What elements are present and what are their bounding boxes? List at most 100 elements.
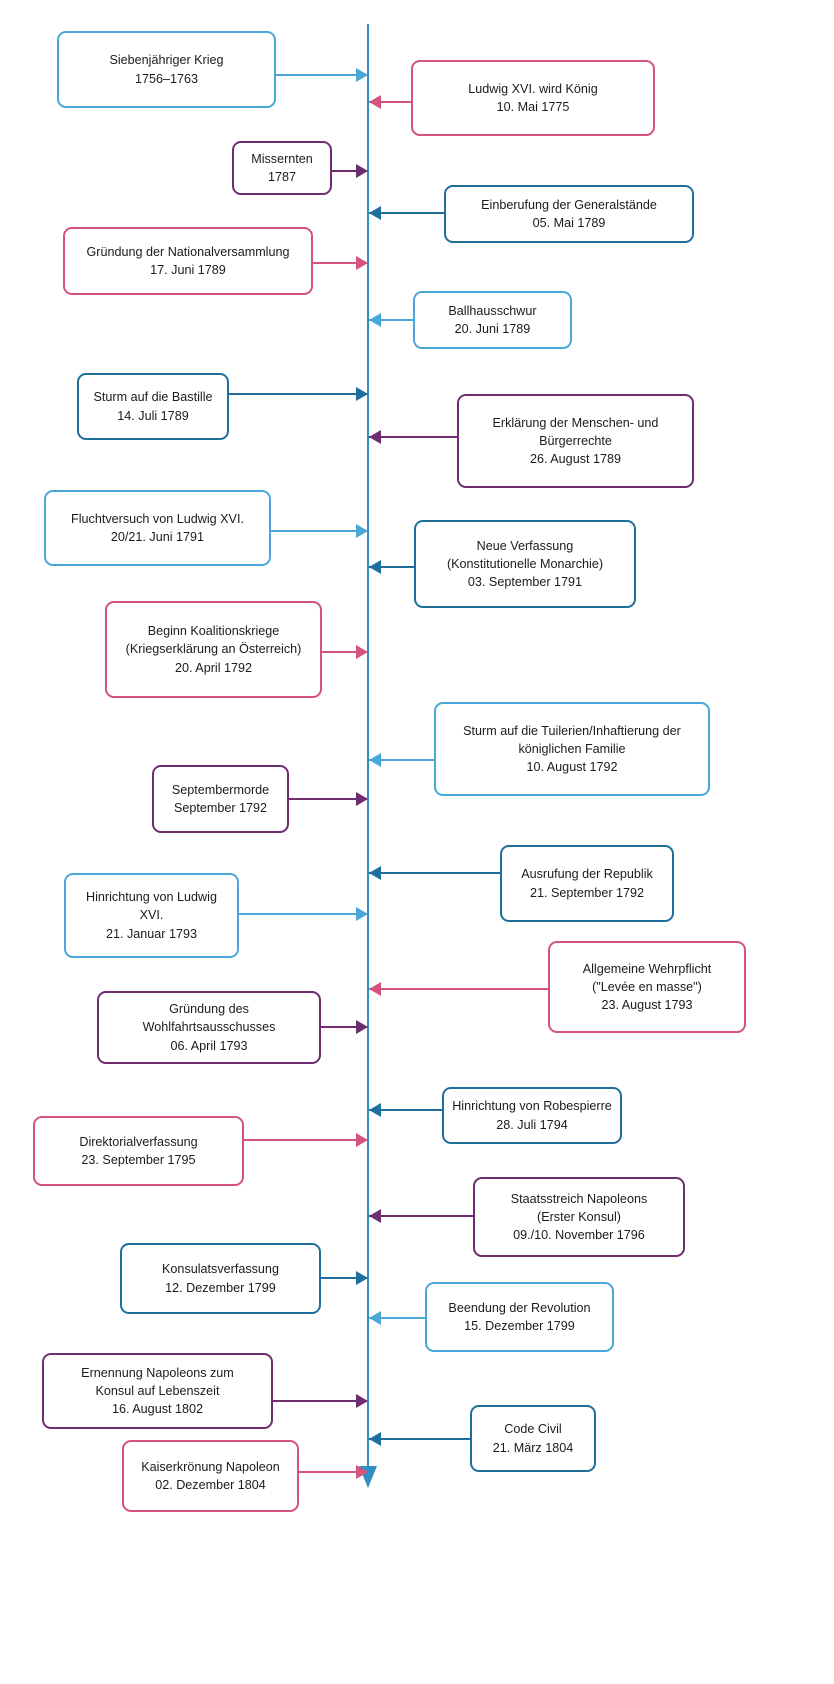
connector-arrowhead	[356, 68, 368, 82]
event-label: Gründung des Wohlfahrtsausschusses 06. A…	[142, 1002, 276, 1053]
connector-arrowhead	[369, 95, 381, 109]
event-label: Beginn Koalitionskriege (Kriegserklärung…	[125, 624, 302, 675]
event-label: Septembermorde September 1792	[171, 782, 270, 815]
connector-line	[273, 1400, 367, 1402]
event-box-beendung-der-revolution[interactable]: Beendung der Revolution 15. Dezember 179…	[425, 1282, 614, 1352]
connector-line	[369, 872, 500, 874]
connector-line	[369, 988, 548, 990]
event-box-septembermorde[interactable]: Septembermorde September 1792	[152, 765, 289, 833]
event-label: Missernten 1787	[251, 151, 313, 184]
connector-arrowhead	[356, 524, 368, 538]
event-label: Ballhausschwur 20. Juni 1789	[448, 303, 537, 336]
connector-arrowhead	[356, 1133, 368, 1147]
event-box-allgemeine-wehrpflicht[interactable]: Allgemeine Wehrpflicht ("Levée en masse"…	[548, 941, 746, 1033]
event-box-konsulatsverfassung[interactable]: Konsulatsverfassung 12. Dezember 1799	[120, 1243, 321, 1314]
connector-arrowhead	[356, 1020, 368, 1034]
connector-arrowhead	[356, 256, 368, 270]
connector-arrowhead	[369, 430, 381, 444]
connector-line	[229, 393, 367, 395]
connector-line	[369, 319, 413, 321]
connector-arrowhead	[369, 753, 381, 767]
connector-line	[369, 1109, 442, 1111]
connector-line	[244, 1139, 367, 1141]
event-label: Beendung der Revolution 15. Dezember 179…	[448, 1300, 591, 1333]
event-box-gruendung-der-nationalversammlung[interactable]: Gründung der Nationalversammlung 17. Jun…	[63, 227, 313, 295]
connector-line	[369, 101, 411, 103]
connector-line	[332, 170, 367, 172]
event-label: Ernennung Napoleons zum Konsul auf Leben…	[81, 1365, 234, 1417]
event-box-missernten[interactable]: Missernten 1787	[232, 141, 332, 195]
event-label: Neue Verfassung (Konstitutionelle Monarc…	[446, 538, 604, 590]
connector-arrowhead	[356, 1465, 368, 1479]
event-box-fluchtversuch-ludwig-xvi[interactable]: Fluchtversuch von Ludwig XVI. 20/21. Jun…	[44, 490, 271, 566]
event-label: Direktorialverfassung 23. September 1795	[79, 1134, 198, 1167]
event-box-beginn-koalitionskriege[interactable]: Beginn Koalitionskriege (Kriegserklärung…	[105, 601, 322, 698]
event-box-kaiserkroenung-napoleon[interactable]: Kaiserkrönung Napoleon 02. Dezember 1804	[122, 1440, 299, 1512]
connector-line	[239, 913, 367, 915]
connector-line	[321, 1026, 367, 1028]
event-box-code-civil[interactable]: Code Civil 21. März 1804	[470, 1405, 596, 1472]
event-box-einberufung-der-generalstaende[interactable]: Einberufung der Generalstände 05. Mai 17…	[444, 185, 694, 243]
event-box-ballhausschwur[interactable]: Ballhausschwur 20. Juni 1789	[413, 291, 572, 349]
timeline-axis-line	[367, 24, 369, 1478]
connector-line	[321, 1277, 367, 1279]
connector-line	[369, 566, 414, 568]
connector-arrowhead	[356, 164, 368, 178]
connector-arrowhead	[369, 1432, 381, 1446]
event-label: Erklärung der Menschen- und Bürgerrechte…	[492, 415, 659, 467]
event-box-direktorialverfassung[interactable]: Direktorialverfassung 23. September 1795	[33, 1116, 244, 1186]
event-label: Code Civil 21. März 1804	[492, 1422, 574, 1455]
event-box-ausrufung-der-republik[interactable]: Ausrufung der Republik 21. September 179…	[500, 845, 674, 922]
event-label: Fluchtversuch von Ludwig XVI. 20/21. Jun…	[71, 511, 244, 544]
connector-arrowhead	[369, 1311, 381, 1325]
event-label: Hinrichtung von Ludwig XVI. 21. Januar 1…	[86, 890, 217, 941]
connector-arrowhead	[369, 866, 381, 880]
event-box-hinrichtung-von-robespierre[interactable]: Hinrichtung von Robespierre 28. Juli 179…	[442, 1087, 622, 1144]
event-label: Sturm auf die Tuilerien/Inhaftierung der…	[463, 723, 681, 775]
event-label: Sturm auf die Bastille 14. Juli 1789	[93, 390, 213, 423]
event-box-ernennung-napoleons-konsul-lebenszeit[interactable]: Ernennung Napoleons zum Konsul auf Leben…	[42, 1353, 273, 1429]
event-label: Einberufung der Generalstände 05. Mai 17…	[481, 197, 657, 230]
connector-arrowhead	[356, 1271, 368, 1285]
event-label: Staatsstreich Napoleons (Erster Konsul) …	[510, 1191, 648, 1243]
event-box-gruendung-wohlfahrtsausschuss[interactable]: Gründung des Wohlfahrtsausschusses 06. A…	[97, 991, 321, 1064]
event-box-neue-verfassung[interactable]: Neue Verfassung (Konstitutionelle Monarc…	[414, 520, 636, 608]
event-box-staatsstreich-napoleons[interactable]: Staatsstreich Napoleons (Erster Konsul) …	[473, 1177, 685, 1257]
connector-arrowhead	[369, 1103, 381, 1117]
connector-line	[276, 74, 367, 76]
connector-line	[271, 530, 367, 532]
event-label: Siebenjähriger Krieg 1756–1763	[109, 53, 224, 86]
event-label: Konsulatsverfassung 12. Dezember 1799	[162, 1262, 279, 1295]
event-label: Gründung der Nationalversammlung 17. Jun…	[86, 244, 290, 277]
connector-arrowhead	[369, 313, 381, 327]
connector-line	[369, 436, 457, 438]
connector-arrowhead	[356, 1394, 368, 1408]
connector-line	[369, 759, 434, 761]
event-box-sturm-auf-die-tuilerien[interactable]: Sturm auf die Tuilerien/Inhaftierung der…	[434, 702, 710, 796]
connector-line	[369, 1317, 425, 1319]
connector-line	[322, 651, 367, 653]
event-box-hinrichtung-von-ludwig-xvi[interactable]: Hinrichtung von Ludwig XVI. 21. Januar 1…	[64, 873, 239, 958]
event-label: Hinrichtung von Robespierre 28. Juli 179…	[452, 1099, 612, 1132]
connector-arrowhead	[369, 560, 381, 574]
event-box-sturm-auf-die-bastille[interactable]: Sturm auf die Bastille 14. Juli 1789	[77, 373, 229, 440]
connector-line	[369, 212, 444, 214]
connector-line	[289, 798, 367, 800]
event-label: Ausrufung der Republik 21. September 179…	[521, 867, 653, 900]
connector-arrowhead	[369, 1209, 381, 1223]
event-box-ludwig-xvi-wird-koenig[interactable]: Ludwig XVI. wird König 10. Mai 1775	[411, 60, 655, 136]
connector-arrowhead	[356, 792, 368, 806]
connector-line	[313, 262, 367, 264]
event-label: Ludwig XVI. wird König 10. Mai 1775	[468, 81, 598, 114]
connector-line	[369, 1438, 470, 1440]
connector-arrowhead	[356, 645, 368, 659]
event-box-erklaerung-menschen-buergerrechte[interactable]: Erklärung der Menschen- und Bürgerrechte…	[457, 394, 694, 488]
connector-arrowhead	[369, 206, 381, 220]
event-label: Allgemeine Wehrpflicht ("Levée en masse"…	[582, 961, 712, 1013]
connector-line	[299, 1471, 367, 1473]
connector-arrowhead	[356, 907, 368, 921]
connector-arrowhead	[356, 387, 368, 401]
event-label: Kaiserkrönung Napoleon 02. Dezember 1804	[141, 1459, 280, 1492]
event-box-siebenjaehriger-krieg[interactable]: Siebenjähriger Krieg 1756–1763	[57, 31, 276, 108]
